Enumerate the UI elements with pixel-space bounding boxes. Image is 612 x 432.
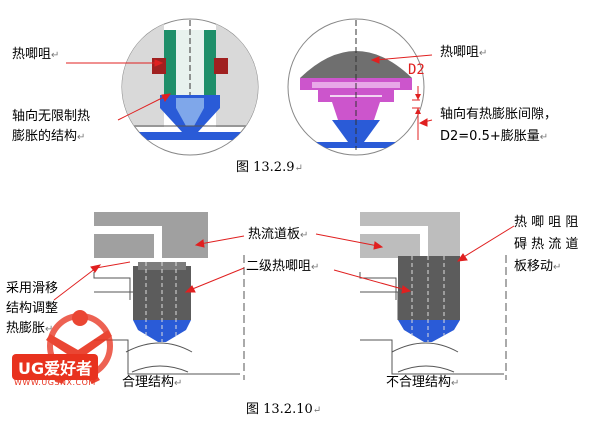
label-axial-unlimited-line1: 轴向无限制热 — [12, 109, 91, 124]
label-sliding-line1: 采用滑移 — [6, 281, 59, 296]
assembly-right — [359, 212, 507, 380]
detail-circle-right — [287, 18, 425, 156]
label-axial-gap-line1: 轴向有热膨胀间隙， — [440, 107, 558, 122]
leaders-fig2 — [53, 225, 515, 301]
nozzle-body-magenta — [300, 78, 412, 120]
secondary-nozzle-right — [398, 256, 460, 320]
label-hot-nozzle-right: 热唧咀↵ — [440, 45, 488, 60]
label-hot-runner-plate: 热流道板↵ — [248, 227, 309, 242]
assembly-left — [93, 212, 245, 380]
label-d2: D2 — [408, 62, 425, 78]
watermark-url: WWW.UGSNX.COM — [14, 378, 96, 387]
leaders-fig1 — [66, 54, 433, 127]
hot-runner-plate-right — [360, 212, 460, 258]
label-axial-unlimited-line2: 膨胀的结构↵ — [12, 129, 86, 144]
label-unreasonable: 不合理结构↵ — [386, 375, 460, 390]
watermark-brand: UG爱好者 — [12, 354, 99, 380]
label-hot-nozzle-left: 热唧咀↵ — [12, 47, 60, 62]
label-sliding-line3: 热膨胀↵ — [6, 321, 54, 336]
label-obstruct-line3: 板移动↵ — [514, 259, 562, 274]
detail-circle-left — [121, 18, 259, 156]
hot-runner-plate-left — [94, 212, 208, 258]
label-sliding-line2: 结构调整 — [6, 301, 59, 316]
caption-fig-13-2-9: 图 13.2.9↵ — [236, 160, 303, 175]
caption-fig-13-2-10: 图 13.2.10↵ — [246, 402, 322, 417]
label-obstruct-line2: 碍 热 流 道 — [514, 237, 579, 252]
label-obstruct-line1: 热 唧 咀 阻 — [514, 215, 579, 230]
nozzle-head — [300, 51, 412, 78]
label-secondary-nozzle: 二级热唧咀↵ — [246, 259, 320, 274]
label-axial-gap-line2: D2=0.5+膨胀量↵ — [440, 129, 549, 144]
label-reasonable: 合理结构↵ — [122, 375, 183, 390]
